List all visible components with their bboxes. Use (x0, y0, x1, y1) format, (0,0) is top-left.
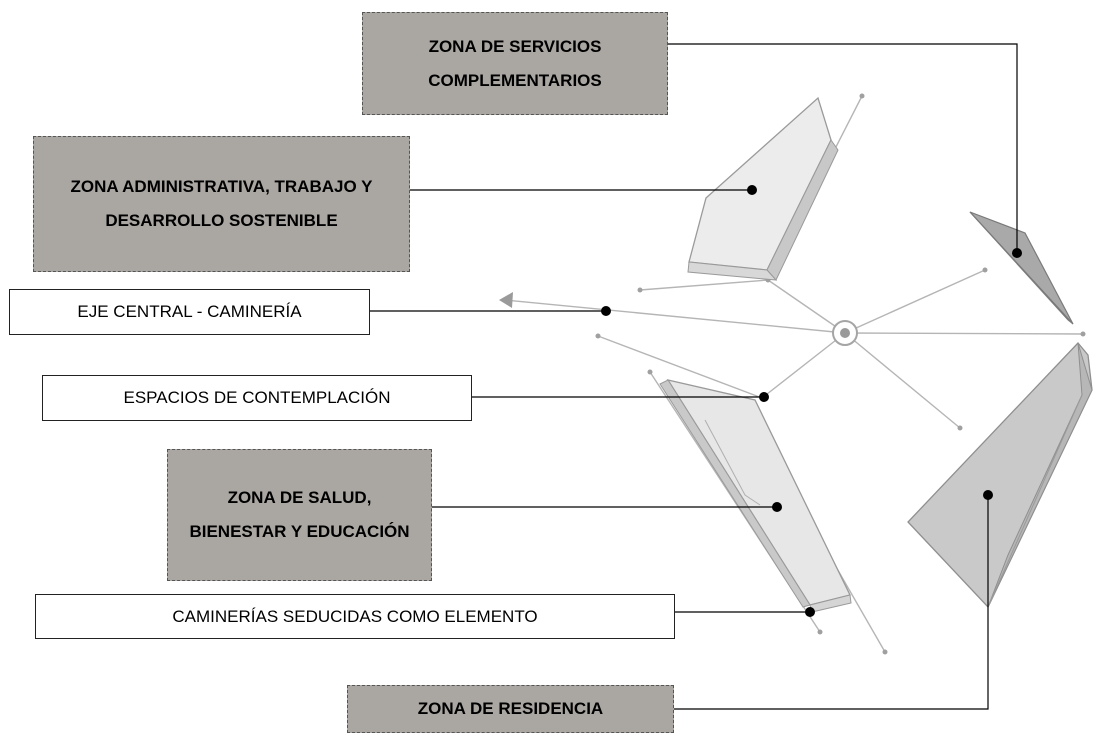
zona-administrativa-label: ZONA ADMINISTRATIVA, TRABAJO Y DESARROLL… (33, 136, 410, 272)
zona-servicios-label: ZONA DE SERVICIOS COMPLEMENTARIOS (362, 12, 668, 115)
health-volume (659, 379, 852, 613)
central-node (832, 320, 858, 346)
zona-residencia-label: ZONA DE RESIDENCIA (347, 685, 674, 733)
axis-arrow-head (499, 292, 513, 308)
espacios-contemplacion-label: ESPACIOS DE CONTEMPLACIÓN (42, 375, 472, 421)
zona-salud-label: ZONA DE SALUD, BIENESTAR Y EDUCACIÓN (167, 449, 432, 581)
caminerias-label: CAMINERÍAS SEDUCIDAS COMO ELEMENTO (35, 594, 675, 639)
services-volume (969, 211, 1074, 325)
leader-lines (370, 43, 1018, 710)
eje-central-label: EJE CENTRAL - CAMINERÍA (9, 289, 370, 335)
residence-volume (907, 342, 1093, 609)
administrative-volume (687, 96, 839, 281)
axis-end-points (595, 93, 1086, 655)
leader-dots (601, 185, 1022, 617)
